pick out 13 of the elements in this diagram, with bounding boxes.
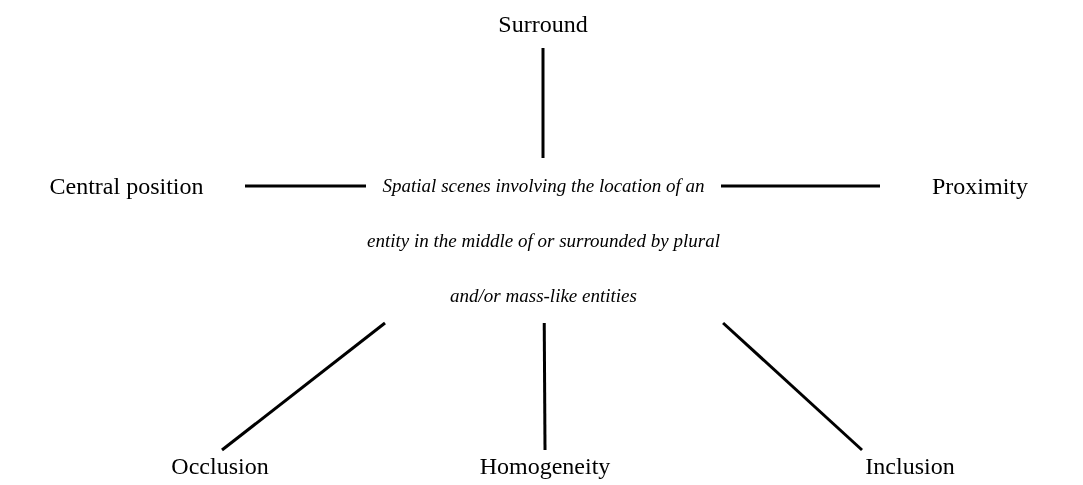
- connector-line: [721, 184, 880, 188]
- category-label: Central position: [49, 172, 204, 200]
- connector-line: [722, 321, 863, 452]
- category-label: Occlusion: [171, 452, 269, 480]
- category-label: Inclusion: [865, 452, 955, 480]
- connector-line: [221, 321, 386, 452]
- connector-line: [541, 48, 545, 158]
- connector-line: [245, 184, 366, 188]
- category-label: Homogeneity: [479, 452, 611, 480]
- category-label: Proximity: [932, 172, 1028, 200]
- category-label: Surround: [498, 10, 588, 38]
- center-description-text: Spatial scenes involving the location of an entity in the middle of or surrounded by plural and/or mass-like entities: [366, 174, 721, 308]
- connector-line: [542, 323, 547, 450]
